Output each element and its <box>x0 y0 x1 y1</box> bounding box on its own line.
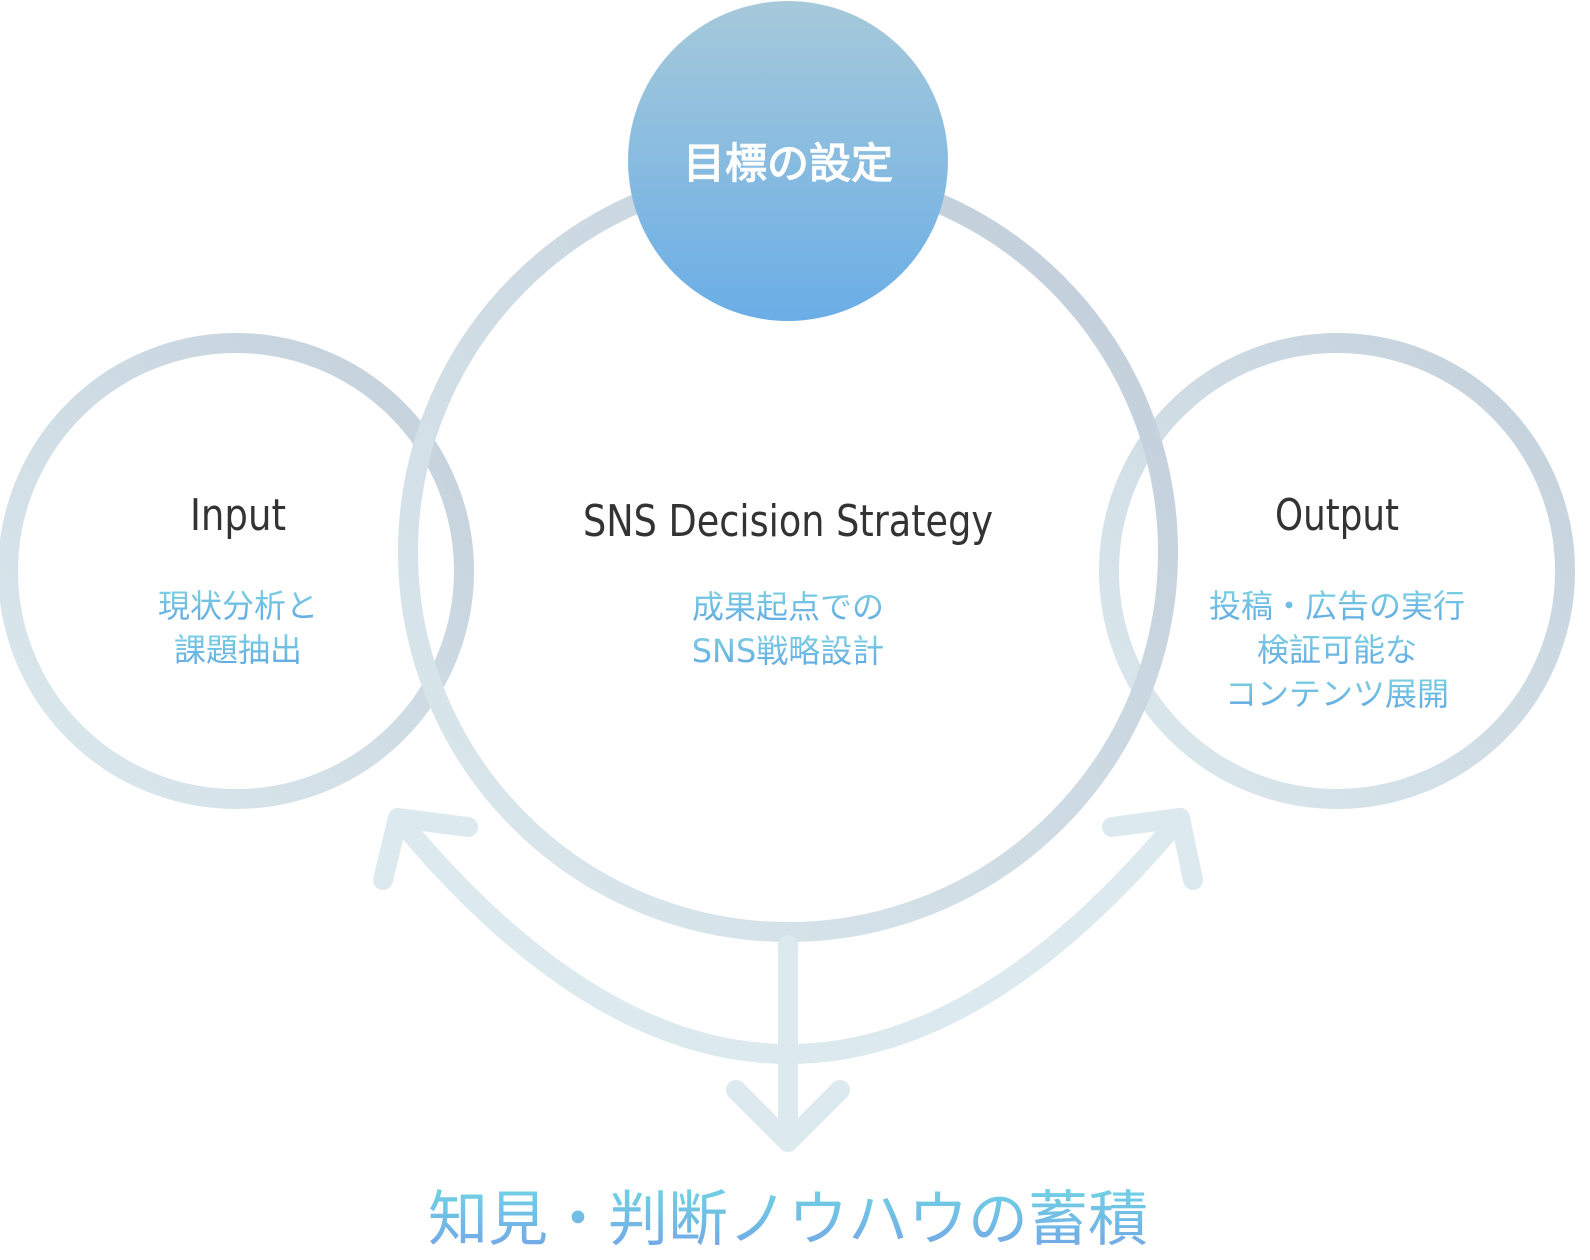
input-line-2: 課題抽出 <box>174 631 302 669</box>
output-line-2: 検証可能な <box>1257 631 1417 669</box>
right-arrowhead-icon <box>1102 808 1203 890</box>
goal-circle <box>628 1 948 321</box>
goal-label: 目標の設定 <box>683 139 893 188</box>
input-line-1: 現状分析と <box>158 587 318 625</box>
down-arrowhead-icon <box>726 1080 850 1152</box>
output-line-1: 投稿・広告の実行 <box>1209 587 1465 625</box>
strategy-line-1: 成果起点での <box>692 588 884 626</box>
input-ring <box>0 333 474 809</box>
left-arrowhead-icon <box>373 808 478 890</box>
result-label: 知見・判断ノウハウの蓄積 <box>428 1185 1148 1255</box>
output-title: Output <box>1275 490 1399 541</box>
strategy-line-2: SNS戦略設計 <box>692 632 885 670</box>
input-title: Input <box>190 490 286 541</box>
strategy-title: SNS Decision Strategy <box>583 496 993 547</box>
output-ring <box>1099 333 1575 809</box>
output-line-3: コンテンツ展開 <box>1225 675 1449 713</box>
